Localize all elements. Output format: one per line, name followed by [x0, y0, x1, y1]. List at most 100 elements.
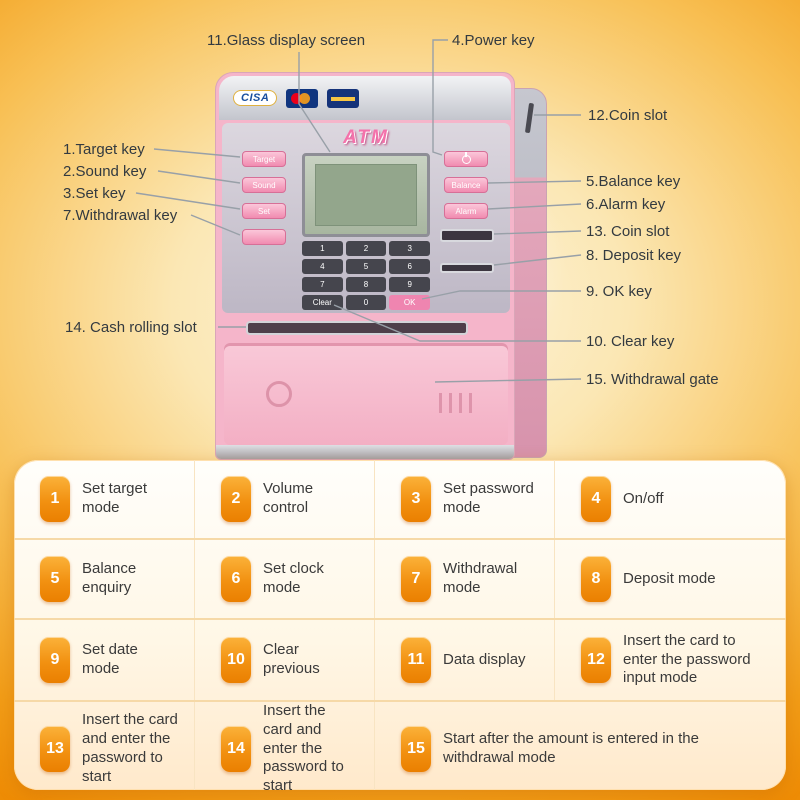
callout-coin-slot-front: 13. Coin slot [586, 223, 670, 240]
cisa-logo: CISA [233, 90, 278, 106]
card-brand-band: CISA [219, 76, 511, 120]
feature-text: Set date mode [82, 641, 138, 677]
atm-base [216, 445, 514, 459]
feature-number-badge: 6 [221, 556, 251, 602]
feature-text: Set password mode [443, 480, 534, 516]
mastercard-logo [286, 88, 319, 108]
feature-text: Insert the card and enter the password t… [263, 702, 344, 790]
power-icon [461, 154, 471, 164]
ok-key: OK [389, 295, 430, 310]
feature-cell-3: 3 Set password mode [374, 460, 554, 538]
cash-rolling-slot [246, 321, 468, 335]
feature-number-badge: 5 [40, 556, 70, 602]
power-key [444, 151, 488, 167]
features-table: 1 Set target mode 2 Volume control 3 Set… [14, 460, 786, 790]
feature-cell-8: 8 Deposit mode [554, 540, 786, 618]
feature-number-badge: 3 [401, 476, 431, 522]
feature-number-badge: 13 [40, 725, 70, 772]
coin-slot-front [440, 229, 494, 242]
callout-withdrawal-gate: 15. Withdrawal gate [586, 371, 719, 388]
speaker-vents [439, 393, 472, 413]
key-1: 1 [302, 241, 343, 256]
withdrawal-key [242, 229, 286, 245]
key-0: 0 [345, 295, 387, 310]
key-8: 8 [345, 277, 387, 292]
feature-cell-2: 2 Volume control [194, 460, 374, 538]
feature-text: Set target mode [82, 480, 148, 516]
lock-knob [266, 381, 292, 407]
withdrawal-gate [224, 343, 508, 445]
table-row: 1 Set target mode 2 Volume control 3 Set… [14, 460, 786, 540]
feature-cell-9: 9 Set date mode [14, 620, 194, 700]
feature-number-badge: 7 [401, 556, 431, 602]
atm-piggy-bank: CISA ATM Target Sound Set Balance Alarm [215, 72, 547, 462]
feature-cell-11: 11 Data display [374, 620, 554, 700]
feature-cell-4: 4 On/off [554, 460, 786, 538]
feature-number-badge: 14 [221, 725, 251, 772]
sound-key: Sound [242, 177, 286, 193]
atm-wordmark: ATM [343, 127, 389, 148]
key-4: 4 [302, 259, 343, 274]
feature-cell-14: 14 Insert the card and enter the passwor… [194, 702, 374, 790]
control-panel: ATM Target Sound Set Balance Alarm 1 2 3… [222, 123, 510, 313]
feature-number-badge: 15 [401, 725, 431, 772]
lcd-display [315, 164, 417, 226]
table-row: 13 Insert the card and enter the passwor… [14, 702, 786, 790]
feature-number-badge: 12 [581, 637, 611, 683]
feature-number-badge: 11 [401, 637, 431, 683]
glass-display-screen [302, 153, 430, 237]
key-9: 9 [389, 277, 430, 292]
feature-cell-10: 10 Clear previous [194, 620, 374, 700]
feature-text: Volume control [263, 480, 314, 516]
feature-cell-1: 1 Set target mode [14, 460, 194, 538]
feature-number-badge: 2 [221, 476, 251, 522]
callout-glass-display-screen: 11.Glass display screen [207, 32, 366, 49]
callout-withdrawal-key: 7.Withdrawal key [63, 207, 178, 224]
set-key: Set [242, 203, 286, 219]
callout-sound-key: 2.Sound key [63, 163, 147, 180]
clear-key: Clear [302, 295, 343, 310]
callout-coin-slot-top: 12.Coin slot [588, 107, 668, 124]
feature-text: On/off [623, 489, 664, 507]
feature-text: Withdrawal mode [443, 560, 518, 596]
callout-deposit-key: 8. Deposit key [586, 247, 682, 264]
feature-number-badge: 10 [221, 637, 251, 683]
feature-text: Data display [443, 650, 526, 668]
callout-balance-key: 5.Balance key [586, 173, 681, 190]
feature-text: Insert the card to enter the password in… [623, 631, 751, 687]
feature-number-badge: 1 [40, 476, 70, 522]
feature-cell-15: 15 Start after the amount is entered in … [374, 702, 786, 790]
feature-cell-6: 6 Set clock mode [194, 540, 374, 618]
feature-number-badge: 9 [40, 637, 70, 683]
feature-text: Balance enquiry [82, 560, 137, 596]
feature-cell-13: 13 Insert the card and enter the passwor… [14, 702, 194, 790]
alarm-key: Alarm [444, 203, 488, 219]
feature-number-badge: 4 [581, 476, 611, 522]
feature-text: Deposit mode [623, 569, 716, 587]
feature-text: Insert the card and enter the password t… [82, 711, 178, 785]
deposit-slot [440, 263, 494, 273]
target-key: Target [242, 151, 286, 167]
key-2: 2 [345, 241, 387, 256]
feature-cell-5: 5 Balance enquiry [14, 540, 194, 618]
visa-style-logo [327, 88, 360, 108]
key-7: 7 [302, 277, 343, 292]
callout-alarm-key: 6.Alarm key [586, 196, 666, 213]
feature-number-badge: 8 [581, 556, 611, 602]
atm-front-panel: CISA ATM Target Sound Set Balance Alarm [215, 72, 515, 460]
key-6: 6 [389, 259, 430, 274]
coin-slot [524, 102, 535, 134]
feature-cell-12: 12 Insert the card to enter the password… [554, 620, 786, 700]
callout-set-key: 3.Set key [63, 185, 126, 202]
callout-ok-key: 9. OK key [586, 283, 652, 300]
feature-cell-7: 7 Withdrawal mode [374, 540, 554, 618]
callout-power-key: 4.Power key [452, 32, 535, 49]
feature-text: Start after the amount is entered in the… [443, 730, 699, 766]
balance-key: Balance [444, 177, 488, 193]
key-5: 5 [345, 259, 387, 274]
feature-text: Set clock mode [263, 560, 324, 596]
callout-clear-key: 10. Clear key [586, 333, 675, 350]
table-row: 9 Set date mode 10 Clear previous 11 Dat… [14, 620, 786, 702]
atm-side-panel [513, 88, 547, 458]
